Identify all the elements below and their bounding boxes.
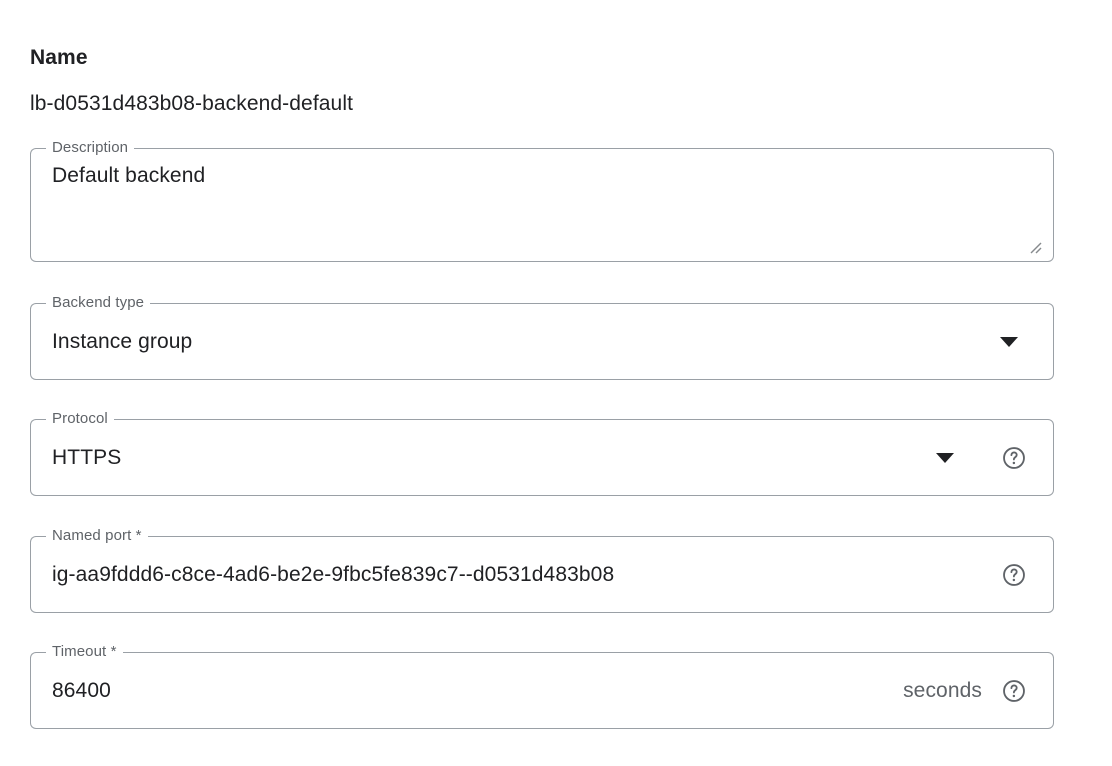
timeout-field[interactable]: Timeout * 86400 seconds bbox=[30, 643, 1054, 729]
backend-type-content: Instance group bbox=[30, 303, 1054, 380]
resize-grip-icon[interactable] bbox=[1026, 238, 1042, 254]
backend-type-field[interactable]: Backend type Instance group bbox=[30, 294, 1054, 380]
name-heading: Name bbox=[30, 46, 88, 69]
help-circle-icon[interactable] bbox=[1001, 562, 1027, 588]
name-value: lb-d0531d483b08-backend-default bbox=[30, 92, 354, 115]
help-circle-icon[interactable] bbox=[1001, 445, 1027, 471]
named-port-input[interactable]: ig-aa9fddd6-c8ce-4ad6-be2e-9fbc5fe839c7-… bbox=[52, 562, 615, 586]
timeout-input[interactable]: 86400 bbox=[52, 678, 111, 702]
named-port-content: ig-aa9fddd6-c8ce-4ad6-be2e-9fbc5fe839c7-… bbox=[30, 536, 1054, 613]
description-field[interactable]: Description Default backend bbox=[30, 139, 1054, 262]
backend-type-value[interactable]: Instance group bbox=[52, 329, 193, 353]
protocol-value[interactable]: HTTPS bbox=[52, 445, 122, 469]
chevron-down-icon[interactable] bbox=[936, 452, 954, 463]
protocol-field[interactable]: Protocol HTTPS bbox=[30, 410, 1054, 496]
chevron-down-icon[interactable] bbox=[1000, 336, 1018, 347]
description-input[interactable]: Default backend bbox=[52, 164, 206, 187]
protocol-content: HTTPS bbox=[30, 419, 1054, 496]
name-section: Name lb-d0531d483b08-backend-default bbox=[30, 44, 1054, 118]
named-port-field[interactable]: Named port * ig-aa9fddd6-c8ce-4ad6-be2e-… bbox=[30, 527, 1054, 613]
description-content: Default backend bbox=[30, 148, 1054, 262]
timeout-content: 86400 bbox=[30, 652, 1054, 729]
timeout-unit-suffix: seconds bbox=[903, 678, 982, 702]
help-circle-icon[interactable] bbox=[1001, 678, 1027, 704]
